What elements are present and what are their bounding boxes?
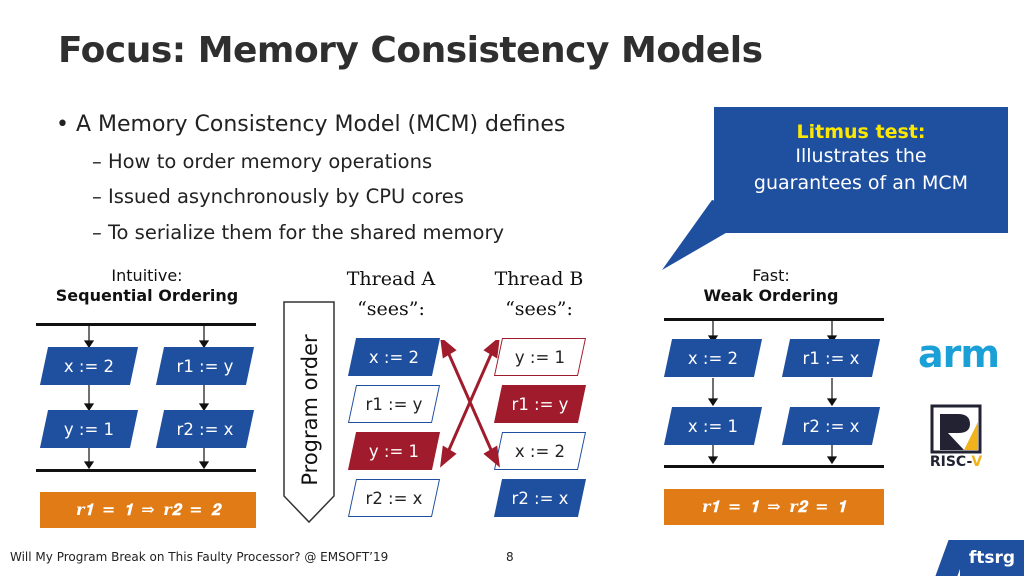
seq-op-x2: x := 2 xyxy=(39,347,139,385)
thread-b-op-r1y: r1 := y xyxy=(493,385,587,423)
weak-name: Weak Ordering xyxy=(703,286,839,305)
riscv-emblem-icon xyxy=(930,404,982,454)
seq-op-y1: y := 1 xyxy=(39,410,139,448)
sequential-result: 𝒓𝟏 = 𝟏 ⇒ 𝒓𝟐 = 𝟐 xyxy=(40,492,256,528)
weak-result: 𝒓𝟏 = 𝟏 ⇒ 𝒓𝟐 = 𝟏 xyxy=(664,489,884,525)
thread-a-sees: “sees”: xyxy=(357,298,425,320)
sequential-header: Intuitive: Sequential Ordering xyxy=(40,266,254,306)
thread-a-header: Thread A “sees”: xyxy=(326,264,456,324)
sequential-arrows xyxy=(83,326,210,470)
weak-bottom-line xyxy=(664,465,884,468)
thread-a-op-r1y: r1 := y xyxy=(347,385,441,423)
bullet-sub-text: Issued asynchronously by CPU cores xyxy=(107,185,464,208)
riscv-logo: RISC-V xyxy=(914,402,998,476)
thread-b-sees: “sees”: xyxy=(505,298,573,320)
sequential-label: Intuitive: xyxy=(111,266,183,285)
bullet-sub-2: – Issued asynchronously by CPU cores xyxy=(92,185,464,208)
bullet-main: • A Memory Consistency Model (MCM) defin… xyxy=(56,112,566,137)
thread-b-op-x2: x := 2 xyxy=(493,432,587,470)
thread-b-header: Thread B “sees”: xyxy=(474,264,604,324)
program-order-arrow xyxy=(283,301,335,524)
callout-line-1: Illustrates the xyxy=(795,145,927,167)
crossing-arrows xyxy=(440,340,500,468)
weak-op-x2: x := 2 xyxy=(663,339,763,377)
thread-a-op-r2x: r2 := x xyxy=(347,479,441,517)
bullet-sub-3: – To serialize them for the shared memor… xyxy=(92,221,504,244)
riscv-text: RISC-V xyxy=(929,454,983,470)
program-order-label: Program order xyxy=(298,334,322,486)
weak-label: Fast: xyxy=(752,266,790,285)
bullet-sub-text: How to order memory operations xyxy=(107,150,433,173)
slide-title: Focus: Memory Consistency Models xyxy=(58,30,763,71)
footer: Will My Program Break on This Faulty Pro… xyxy=(0,540,1024,576)
callout-line-2: guarantees of an MCM xyxy=(753,172,969,194)
page-number: 8 xyxy=(506,550,514,564)
sequential-bottom-line xyxy=(36,469,256,472)
thread-b-label: Thread B xyxy=(494,268,584,290)
weak-top-line xyxy=(664,318,884,321)
weak-arrows xyxy=(707,321,838,465)
thread-a-op-y1: y := 1 xyxy=(347,432,441,470)
footer-text: Will My Program Break on This Faulty Pro… xyxy=(10,550,389,564)
weak-op-x1: x := 1 xyxy=(663,407,763,445)
callout-title: Litmus test: xyxy=(796,121,926,143)
weak-op-r1x: r1 := x xyxy=(781,339,881,377)
sequential-name: Sequential Ordering xyxy=(55,286,239,305)
bullet-main-text: A Memory Consistency Model (MCM) defines xyxy=(75,112,566,137)
litmus-callout: Litmus test: Illustrates the guarantees … xyxy=(714,107,1008,233)
seq-op-r1y: r1 := y xyxy=(155,347,255,385)
thread-b-op-y1: y := 1 xyxy=(493,338,587,376)
ftsrg-logo: ftsrg xyxy=(960,540,1024,576)
bullet-sub-text: To serialize them for the shared memory xyxy=(107,221,504,244)
seq-op-r2x: r2 := x xyxy=(155,410,255,448)
thread-a-label: Thread A xyxy=(346,268,436,290)
thread-b-op-r2x: r2 := x xyxy=(493,479,587,517)
sequential-top-line xyxy=(36,323,256,326)
bullet-sub-1: – How to order memory operations xyxy=(92,150,433,173)
arm-logo: arm xyxy=(918,332,1000,376)
weak-op-r2x: r2 := x xyxy=(781,407,881,445)
weak-header: Fast: Weak Ordering xyxy=(664,266,878,306)
thread-a-op-x2: x := 2 xyxy=(347,338,441,376)
